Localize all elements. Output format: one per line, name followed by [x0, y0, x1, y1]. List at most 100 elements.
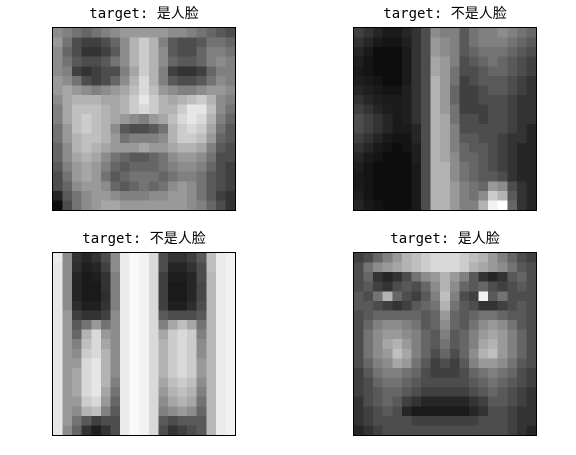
heatmap-cell: [167, 367, 178, 378]
heatmap-cell: [196, 123, 207, 134]
heatmap-cell: [488, 142, 498, 153]
heatmap-cell: [430, 190, 441, 201]
heatmap-cell: [440, 133, 450, 144]
heatmap-cell: [53, 28, 63, 38]
heatmap-cell: [440, 339, 450, 349]
heatmap-cell: [110, 339, 121, 349]
heatmap-cell: [392, 162, 403, 172]
heatmap-cell: [215, 75, 226, 86]
heatmap-cell: [167, 37, 178, 48]
heatmap-cell: [488, 253, 498, 263]
heatmap-cell: [225, 387, 235, 397]
heatmap-cell: [148, 300, 159, 311]
heatmap-cell: [401, 95, 412, 105]
heatmap-cell: [507, 358, 518, 369]
heatmap-cell: [53, 281, 63, 292]
heatmap-cell: [167, 425, 178, 435]
heatmap-cell: [507, 291, 518, 302]
heatmap-cell: [373, 95, 383, 105]
heatmap-cell: [373, 47, 383, 57]
heatmap-cell: [187, 56, 197, 67]
heatmap-cell: [110, 262, 121, 273]
heatmap-cell: [363, 200, 374, 210]
heatmap-cell: [516, 329, 527, 340]
heatmap-cell: [526, 387, 536, 397]
heatmap-cell: [382, 387, 393, 397]
heatmap-cell: [488, 272, 498, 282]
heatmap-cell: [373, 85, 383, 96]
heatmap-cell: [215, 171, 226, 182]
heatmap-cell: [459, 415, 470, 426]
heatmap-cell: [497, 162, 508, 172]
heatmap-cell: [120, 181, 130, 192]
heatmap-cell: [148, 348, 159, 359]
heatmap-cell: [497, 200, 508, 210]
heatmap-cell: [100, 348, 111, 359]
heatmap-cell: [430, 28, 441, 38]
heatmap-cell: [148, 387, 159, 397]
heatmap-cell: [449, 75, 460, 86]
heatmap-cell: [139, 291, 149, 302]
heatmap-cell: [507, 162, 518, 172]
heatmap-cell: [430, 104, 441, 115]
heatmap-cell: [81, 281, 92, 292]
heatmap-cell: [516, 291, 527, 302]
heatmap-cell: [363, 406, 374, 417]
heatmap-cell: [206, 104, 217, 115]
heatmap-cell: [430, 181, 441, 192]
heatmap-cell: [177, 281, 188, 292]
heatmap-cell: [478, 310, 489, 321]
heatmap-cell: [206, 320, 217, 330]
heatmap-cell: [215, 415, 226, 426]
heatmap-cell: [507, 37, 518, 48]
heatmap-cell: [215, 367, 226, 378]
heatmap-cell: [91, 253, 102, 263]
heatmap-cell: [526, 104, 536, 115]
heatmap-cell: [373, 300, 383, 311]
heatmap-cell: [196, 85, 207, 96]
heatmap-cell: [81, 162, 92, 172]
heatmap-cell: [187, 300, 197, 311]
heatmap-cell: [91, 142, 102, 153]
heatmap-cell: [392, 253, 403, 263]
heatmap-cell: [81, 348, 92, 359]
heatmap-cell: [392, 56, 403, 67]
heatmap-cell: [392, 75, 403, 86]
heatmap-cell: [411, 415, 422, 426]
heatmap-cell: [139, 262, 149, 273]
heatmap-cell: [206, 114, 217, 124]
heatmap-cell: [139, 171, 149, 182]
heatmap-cell: [363, 320, 374, 330]
heatmap-cell: [206, 152, 217, 163]
heatmap-cell: [507, 262, 518, 273]
heatmap-cell: [177, 75, 188, 86]
heatmap-cell: [468, 358, 479, 369]
heatmap-cell: [177, 320, 188, 330]
heatmap-cell: [430, 291, 441, 302]
heatmap-cell: [215, 300, 226, 311]
heatmap-cell: [129, 200, 140, 210]
heatmap-cell: [440, 406, 450, 417]
heatmap-cell: [158, 320, 169, 330]
heatmap-cell: [215, 37, 226, 48]
heatmap-cell: [488, 377, 498, 388]
heatmap-cell: [468, 75, 479, 86]
heatmap-cell: [62, 133, 73, 144]
heatmap-cell: [430, 47, 441, 57]
heatmap-cell: [120, 85, 130, 96]
heatmap-cell: [129, 339, 140, 349]
heatmap-cell: [497, 47, 508, 57]
heatmap-cell: [401, 415, 412, 426]
heatmap-cell: [148, 291, 159, 302]
heatmap-cell: [139, 320, 149, 330]
heatmap-cell: [215, 104, 226, 115]
heatmap-cell: [129, 142, 140, 153]
heatmap-cell: [488, 28, 498, 38]
heatmap-cell: [158, 300, 169, 311]
heatmap-cell: [120, 425, 130, 435]
heatmap-cell: [430, 114, 441, 124]
heatmap-cell: [139, 133, 149, 144]
heatmap-cell: [62, 104, 73, 115]
heatmap-cell: [206, 396, 217, 407]
heatmap-cell: [62, 253, 73, 263]
